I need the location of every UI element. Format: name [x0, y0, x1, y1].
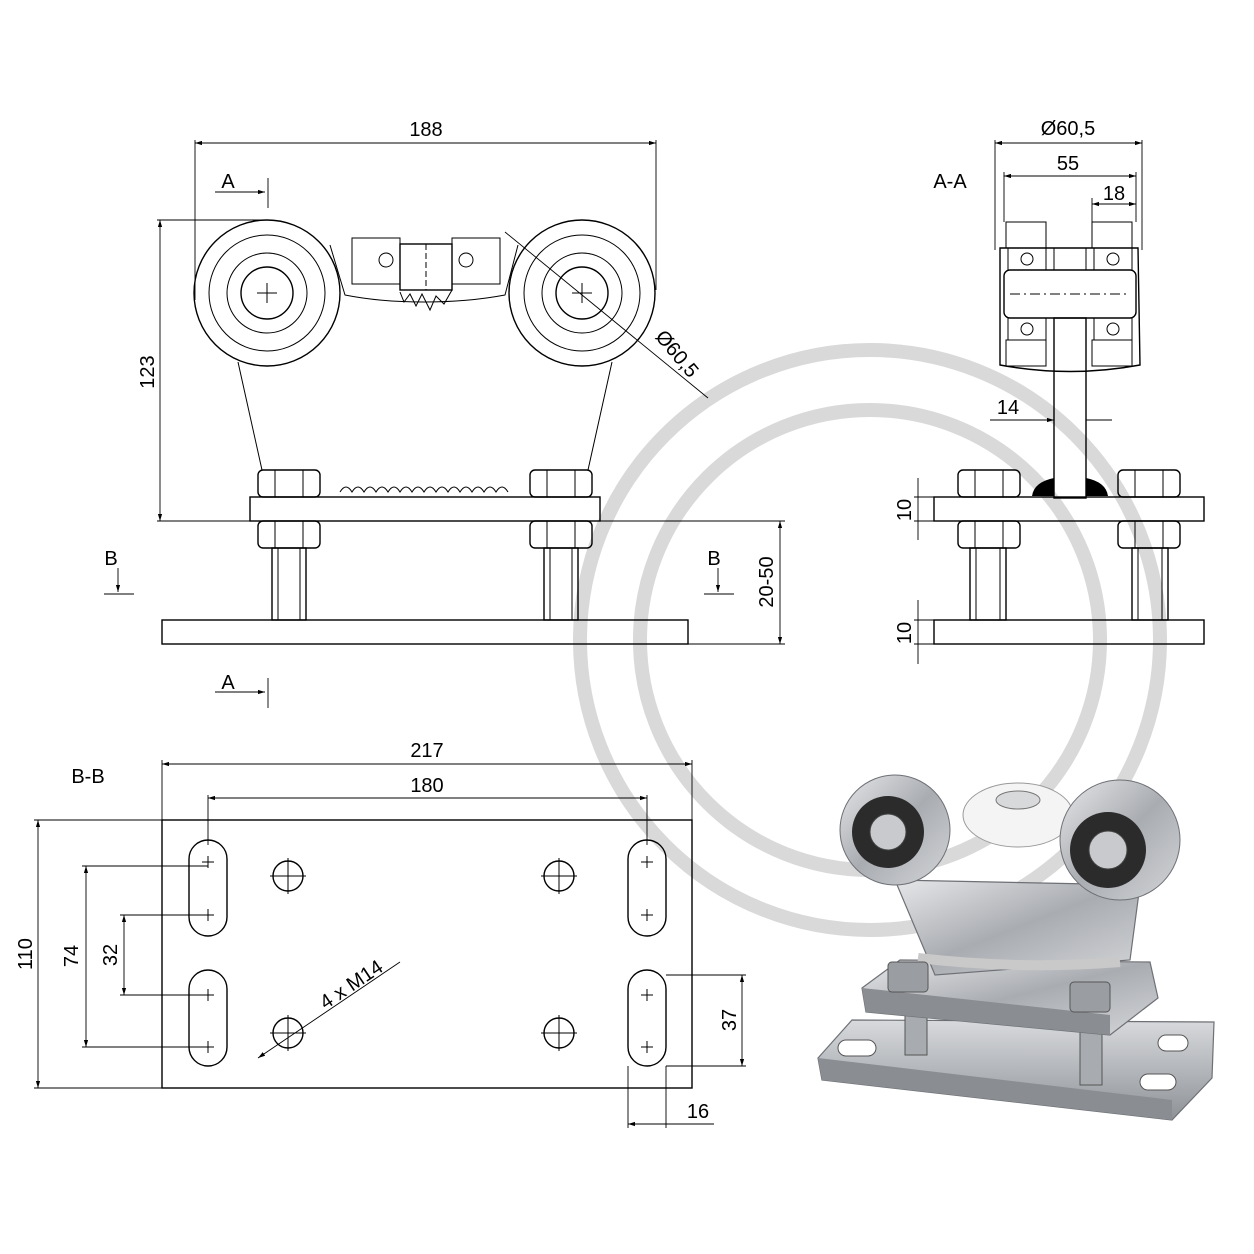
section-aa-title: A-A [933, 171, 967, 193]
aa-dim-55: 55 [1057, 153, 1079, 175]
bb-dim-180: 180 [410, 775, 443, 797]
guide-roller [329, 237, 519, 312]
bb-dim-74: 74 [61, 945, 83, 967]
aa-dim-plate-top: 10 [894, 499, 916, 521]
section-a-top: A [221, 171, 235, 193]
weld-seam [339, 486, 509, 493]
aa-dim-18: 18 [1103, 183, 1125, 205]
section-b-left: B [104, 548, 117, 570]
mounting-slots [188, 839, 667, 1067]
section-aa: A-A [894, 118, 1205, 664]
threaded-holes [270, 858, 577, 1051]
dim-width: 188 [409, 119, 442, 141]
bb-dim-37: 37 [719, 1009, 741, 1031]
left-wheel [193, 219, 341, 367]
right-wheel [508, 219, 656, 367]
dim-height: 123 [137, 355, 159, 388]
section-bb-title: B-B [71, 766, 104, 788]
front-view: 188 123 Ø60,5 20-50 A A B B [104, 119, 785, 708]
aa-dim-plate-bottom: 10 [894, 622, 916, 644]
section-bb: B-B 217 180 110 [15, 740, 746, 1128]
aa-dim-diameter: Ø60,5 [1041, 118, 1095, 140]
bb-dim-32: 32 [100, 944, 122, 966]
aa-dim-14: 14 [997, 397, 1019, 419]
bb-dim-217: 217 [410, 740, 443, 762]
section-a-bottom: A [221, 672, 235, 694]
section-b-right: B [707, 548, 720, 570]
thread-callout: 4 x M14 [316, 956, 387, 1014]
dim-wheel-diameter: Ø60,5 [651, 326, 703, 382]
product-illustration [817, 774, 1215, 1121]
bb-dim-16: 16 [687, 1101, 709, 1123]
dim-adjust: 20-50 [756, 556, 778, 607]
bb-dim-110: 110 [15, 938, 37, 970]
